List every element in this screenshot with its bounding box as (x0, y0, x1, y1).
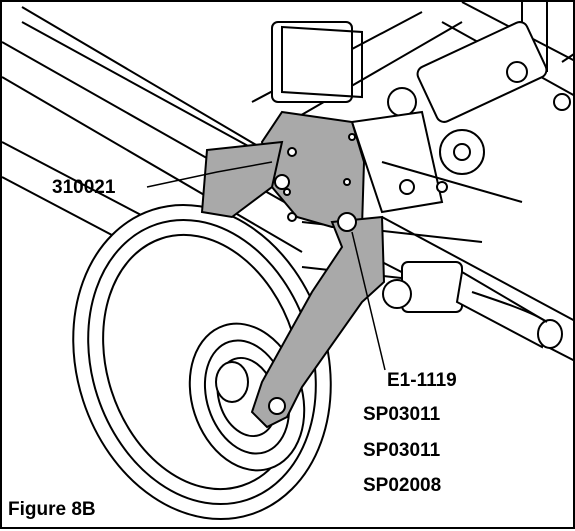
callout-bracket-part: 310021 (52, 177, 116, 198)
figure-caption: Figure 8B (6, 497, 102, 521)
hydraulic-cylinder-icon (271, 21, 571, 214)
leader-lines (146, 161, 386, 371)
mounting-bracket-icon (200, 110, 386, 429)
callout-hardware-4: SP02008 (363, 475, 442, 496)
callout-hardware-1: E1-1119 (387, 370, 457, 391)
callout-hardware-2: SP03011 (363, 404, 441, 425)
hose-handle-icon (382, 261, 563, 349)
callout-hardware-3: SP03011 (363, 440, 441, 461)
